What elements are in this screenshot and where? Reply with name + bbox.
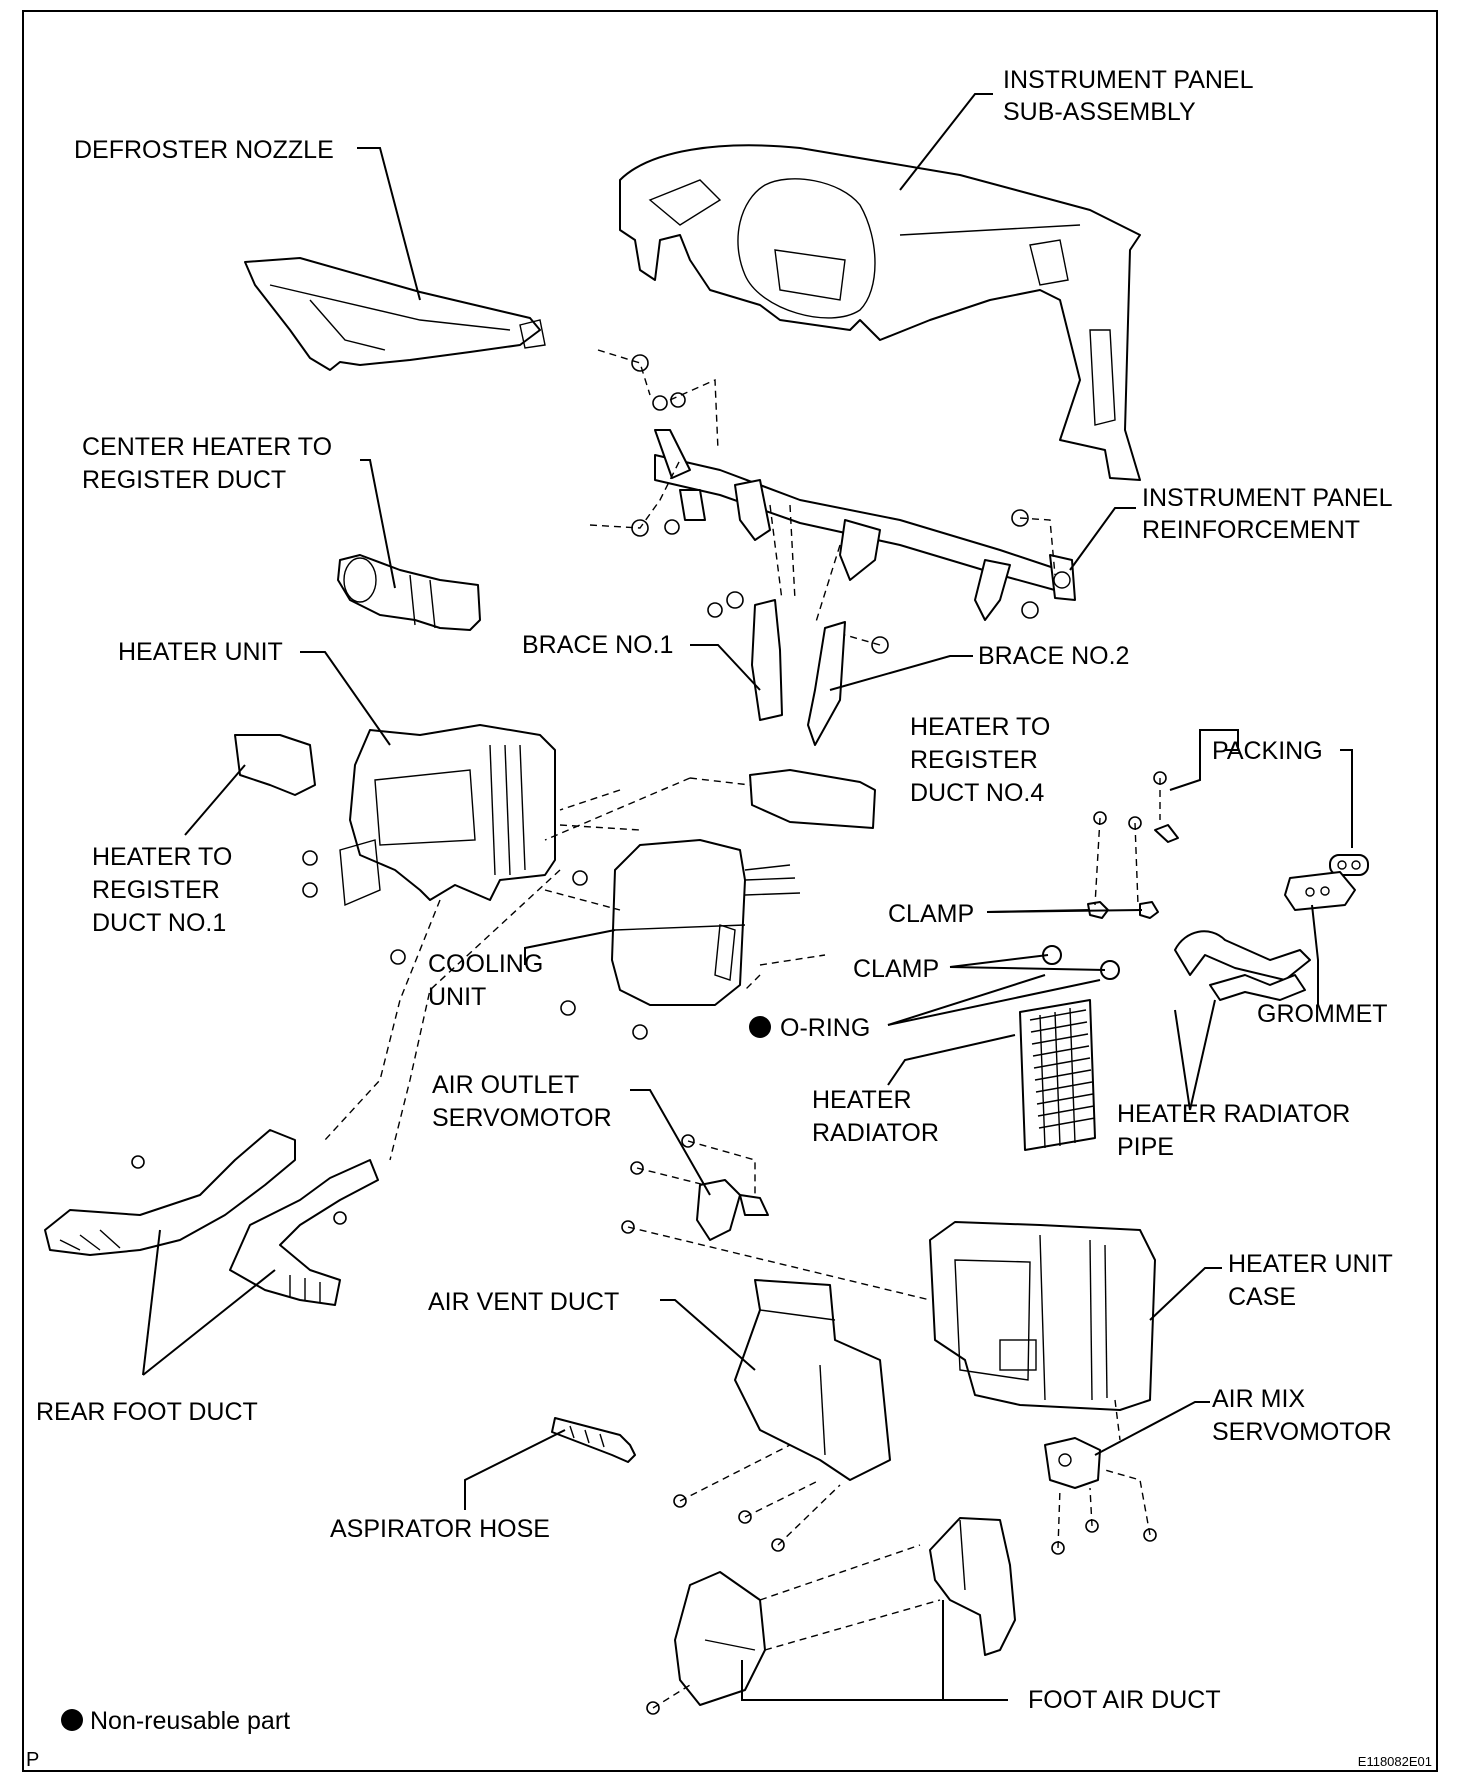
- label-air-vent-duct: AIR VENT DUCT: [428, 1288, 619, 1316]
- foot-air-duct-part: [674, 1517, 1016, 1706]
- figure-frame: [22, 10, 1438, 1772]
- o-ring-nonreusable-dot: [749, 1016, 771, 1038]
- heater-radiator-part: [1019, 999, 1096, 1151]
- label-air-mix-servomotor-line1: AIR MIX: [1212, 1385, 1305, 1413]
- center-heater-duct-part: [337, 554, 481, 631]
- label-defroster-nozzle: DEFROSTER NOZZLE: [74, 136, 334, 164]
- packing-part: [1329, 854, 1369, 876]
- label-o-ring: O-RING: [780, 1014, 870, 1042]
- legend-text: Non-reusable part: [90, 1707, 290, 1735]
- label-instrument-panel: INSTRUMENT PANEL SUB-ASSEMBLY: [1003, 66, 1254, 126]
- label-clamp-2: CLAMP: [853, 955, 939, 983]
- label-aspirator-hose: ASPIRATOR HOSE: [330, 1515, 550, 1543]
- label-heater-duct-no4-line2: REGISTER: [910, 746, 1038, 774]
- label-packing-line1: PACKING: [1212, 737, 1323, 765]
- label-air-outlet-servomotor-line2: SERVOMOTOR: [432, 1104, 612, 1132]
- fasteners: [131, 354, 1167, 1715]
- label-heater-radiator-line2: RADIATOR: [812, 1119, 939, 1147]
- cooling-unit-part: [611, 839, 801, 1006]
- label-defroster-nozzle-line1: DEFROSTER NOZZLE: [74, 136, 334, 164]
- label-rear-foot-duct: REAR FOOT DUCT: [36, 1398, 258, 1426]
- label-heater-duct-no1-line2: REGISTER: [92, 876, 220, 904]
- figure-code: E118082E01: [1358, 1754, 1432, 1769]
- air-outlet-servomotor-part: [696, 1179, 769, 1241]
- label-cooling-unit: COOLING UNIT: [428, 950, 543, 1011]
- label-aspirator-hose-line1: ASPIRATOR HOSE: [330, 1515, 550, 1543]
- label-air-mix-servomotor: AIR MIX SERVOMOTOR: [1212, 1385, 1392, 1446]
- label-center-heater-duct: CENTER HEATER TO REGISTER DUCT: [82, 433, 332, 494]
- corner-mark: P: [26, 1749, 39, 1771]
- label-heater-unit-line1: HEATER UNIT: [118, 638, 283, 666]
- legend-dot: [61, 1709, 83, 1731]
- label-cooling-unit-line2: UNIT: [428, 983, 486, 1011]
- label-heater-radiator-line1: HEATER: [812, 1086, 912, 1114]
- grommet-part: [1284, 871, 1356, 911]
- label-brace-no2-line1: BRACE NO.2: [978, 642, 1129, 670]
- heater-unit-part: [339, 724, 556, 907]
- label-heater-duct-no4-line1: HEATER TO: [910, 713, 1050, 741]
- label-heater-duct-no4: HEATER TO REGISTER DUCT NO.4: [910, 713, 1050, 807]
- label-air-outlet-servomotor-line1: AIR OUTLET: [432, 1071, 579, 1099]
- label-instrument-panel-line2: SUB-ASSEMBLY: [1003, 98, 1196, 126]
- aspirator-hose-part: [551, 1417, 636, 1463]
- brace-no2-part: [807, 621, 846, 746]
- label-heater-unit-case-line1: HEATER UNIT: [1228, 1250, 1393, 1278]
- label-grommet: GROMMET: [1257, 1000, 1388, 1028]
- label-foot-air-duct-line1: FOOT AIR DUCT: [1028, 1686, 1221, 1714]
- label-air-outlet-servomotor: AIR OUTLET SERVOMOTOR: [432, 1071, 612, 1132]
- label-instrument-panel-line1: INSTRUMENT PANEL: [1003, 66, 1254, 94]
- label-ip-reinforcement-line2: REINFORCEMENT: [1142, 516, 1360, 544]
- label-clamp-1: CLAMP: [888, 900, 974, 928]
- label-foot-air-duct: FOOT AIR DUCT: [1028, 1686, 1221, 1714]
- label-heater-duct-no1-line1: HEATER TO: [92, 843, 232, 871]
- label-center-heater-duct-line1: CENTER HEATER TO: [82, 433, 332, 461]
- label-heater-unit-case-line2: CASE: [1228, 1283, 1296, 1311]
- heater-duct-no1-part: [234, 734, 316, 796]
- label-cooling-unit-line1: COOLING: [428, 950, 543, 978]
- heater-unit-case-part: [929, 1221, 1156, 1411]
- label-clamp-2-line1: CLAMP: [853, 955, 939, 983]
- air-vent-duct-part: [734, 1279, 891, 1481]
- leader-lines: [142, 93, 1353, 1701]
- label-brace-no1-line1: BRACE NO.1: [522, 631, 673, 659]
- label-air-mix-servomotor-line2: SERVOMOTOR: [1212, 1418, 1392, 1446]
- label-o-ring-line1: O-RING: [780, 1014, 870, 1042]
- label-air-vent-duct-line1: AIR VENT DUCT: [428, 1288, 619, 1316]
- label-ip-reinforcement-line1: INSTRUMENT PANEL: [1142, 484, 1393, 512]
- label-packing: PACKING: [1212, 737, 1323, 765]
- instrument-panel-part: [619, 144, 1141, 481]
- heater-radiator-pipe-part: [1174, 930, 1311, 1001]
- label-clamp-1-line1: CLAMP: [888, 900, 974, 928]
- label-grommet-line1: GROMMET: [1257, 1000, 1388, 1028]
- label-heater-radiator-pipe-line1: HEATER RADIATOR: [1117, 1100, 1350, 1128]
- label-heater-unit-case: HEATER UNIT CASE: [1228, 1250, 1393, 1311]
- label-rear-foot-duct-line1: REAR FOOT DUCT: [36, 1398, 258, 1426]
- label-center-heater-duct-line2: REGISTER DUCT: [82, 466, 286, 494]
- clamp-parts: [1042, 824, 1179, 980]
- label-heater-duct-no1-line3: DUCT NO.1: [92, 909, 226, 937]
- label-heater-duct-no4-line3: DUCT NO.4: [910, 779, 1044, 807]
- label-instrument-panel-reinforcement: INSTRUMENT PANEL REINFORCEMENT: [1142, 484, 1393, 544]
- assembly-lines: [324, 349, 1161, 1709]
- instrument-panel-reinforcement-part: [654, 429, 1076, 621]
- rear-foot-duct-part: [44, 1129, 379, 1306]
- label-heater-unit: HEATER UNIT: [118, 638, 283, 666]
- label-brace-no1: BRACE NO.1: [522, 631, 673, 659]
- label-heater-radiator: HEATER RADIATOR: [812, 1086, 939, 1147]
- defroster-nozzle-part: [244, 257, 546, 371]
- label-heater-radiator-pipe-line2: PIPE: [1117, 1133, 1174, 1161]
- air-mix-servomotor-part: [1044, 1437, 1101, 1489]
- label-heater-duct-no1: HEATER TO REGISTER DUCT NO.1: [92, 843, 232, 937]
- label-heater-radiator-pipe: HEATER RADIATOR PIPE: [1117, 1100, 1350, 1161]
- label-brace-no2: BRACE NO.2: [978, 642, 1129, 670]
- heater-duct-no4-part: [749, 769, 876, 829]
- brace-no1-part: [751, 599, 783, 721]
